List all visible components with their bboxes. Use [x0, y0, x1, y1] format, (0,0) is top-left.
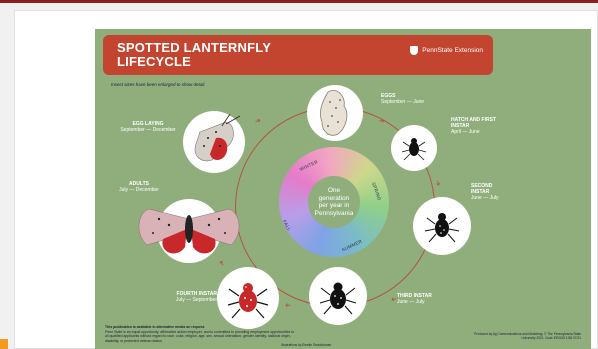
center-text-1: One	[328, 187, 340, 194]
label-adults-dates: July — December	[119, 187, 159, 193]
center-circle: One generation per year in Pennsylvania	[308, 176, 360, 228]
stage-first-instar[interactable]	[391, 125, 437, 171]
title-line-2: LIFECYCLE	[117, 55, 271, 69]
label-adults: ADULTS July — December	[117, 181, 161, 193]
third-instar-nymph-icon	[318, 276, 358, 316]
center-text-3: per year in	[319, 202, 350, 209]
lifecycle-poster[interactable]: SPOTTED LANTERNFLY LIFECYCLE PennState E…	[95, 29, 591, 349]
orange-tab[interactable]	[0, 339, 8, 349]
label-egg-laying: EGG LAYING September — December	[117, 121, 179, 133]
stage-third-instar[interactable]	[309, 267, 367, 325]
label-second-instar-name: SECOND INSTAR	[471, 183, 511, 195]
stage-second-instar[interactable]	[413, 197, 471, 255]
egg-mass-icon	[316, 88, 354, 138]
content-card: SPOTTED LANTERNFLY LIFECYCLE PennState E…	[14, 10, 598, 349]
label-first-instar-dates: April — June	[451, 129, 480, 135]
stage-fourth-instar[interactable]	[217, 267, 279, 329]
stage-eggs[interactable]	[307, 85, 363, 141]
top-bar	[0, 0, 598, 3]
label-second-instar-dates: June — July	[471, 195, 499, 201]
illustration-credit: Illustrations by Emelie Swackhamer	[281, 343, 331, 347]
brand-label: PennState Extension	[422, 47, 483, 54]
label-first-instar: HATCH AND FIRST INSTAR April — June	[451, 117, 511, 135]
second-instar-nymph-icon	[422, 206, 462, 246]
arrow-icon: ➔	[433, 179, 442, 186]
label-fourth-instar: FOURTH INSTAR July — September	[157, 291, 217, 303]
footer-note-text: Penn State is an equal opportunity, affi…	[105, 330, 294, 343]
center-text-2: generation	[319, 195, 350, 202]
arrow-icon: ➔	[379, 117, 385, 125]
label-eggs: EGGS September — June	[381, 93, 424, 105]
shield-icon	[410, 46, 418, 55]
first-instar-nymph-icon	[399, 133, 429, 163]
footer-note: This publication is available in alterna…	[105, 325, 295, 343]
label-egg-laying-dates: September — December	[120, 127, 175, 133]
size-note: Insect sizes have been enlarged to show …	[111, 82, 206, 87]
label-fourth-instar-dates: July — September	[176, 297, 217, 303]
adult-lanternfly-icon	[129, 199, 249, 263]
label-third-instar: THIRD INSTAR June — July	[397, 293, 457, 305]
footer-note-bold: This publication is available in alterna…	[105, 325, 205, 329]
label-eggs-dates: September — June	[381, 99, 424, 105]
label-first-instar-name: HATCH AND FIRST INSTAR	[451, 117, 511, 129]
pennstate-logo: PennState Extension	[410, 46, 483, 55]
stage-adults[interactable]	[157, 199, 221, 263]
center-text-4: Pennsylvania	[315, 210, 354, 217]
title-banner: SPOTTED LANTERNFLY LIFECYCLE PennState E…	[103, 35, 493, 75]
egg-laying-adult-icon	[186, 114, 242, 170]
production-credit: Produced by Ag Communications and Market…	[461, 332, 581, 340]
poster-title: SPOTTED LANTERNFLY LIFECYCLE	[117, 41, 271, 69]
fourth-instar-nymph-icon	[226, 276, 270, 320]
arrow-icon: ➔	[254, 116, 262, 126]
label-second-instar: SECOND INSTAR June — July	[471, 183, 511, 201]
title-line-1: SPOTTED LANTERNFLY	[117, 41, 271, 55]
stage-egg-laying[interactable]	[183, 111, 245, 173]
arrow-icon: ➔	[285, 301, 291, 309]
label-third-instar-dates: June — July	[397, 299, 425, 305]
